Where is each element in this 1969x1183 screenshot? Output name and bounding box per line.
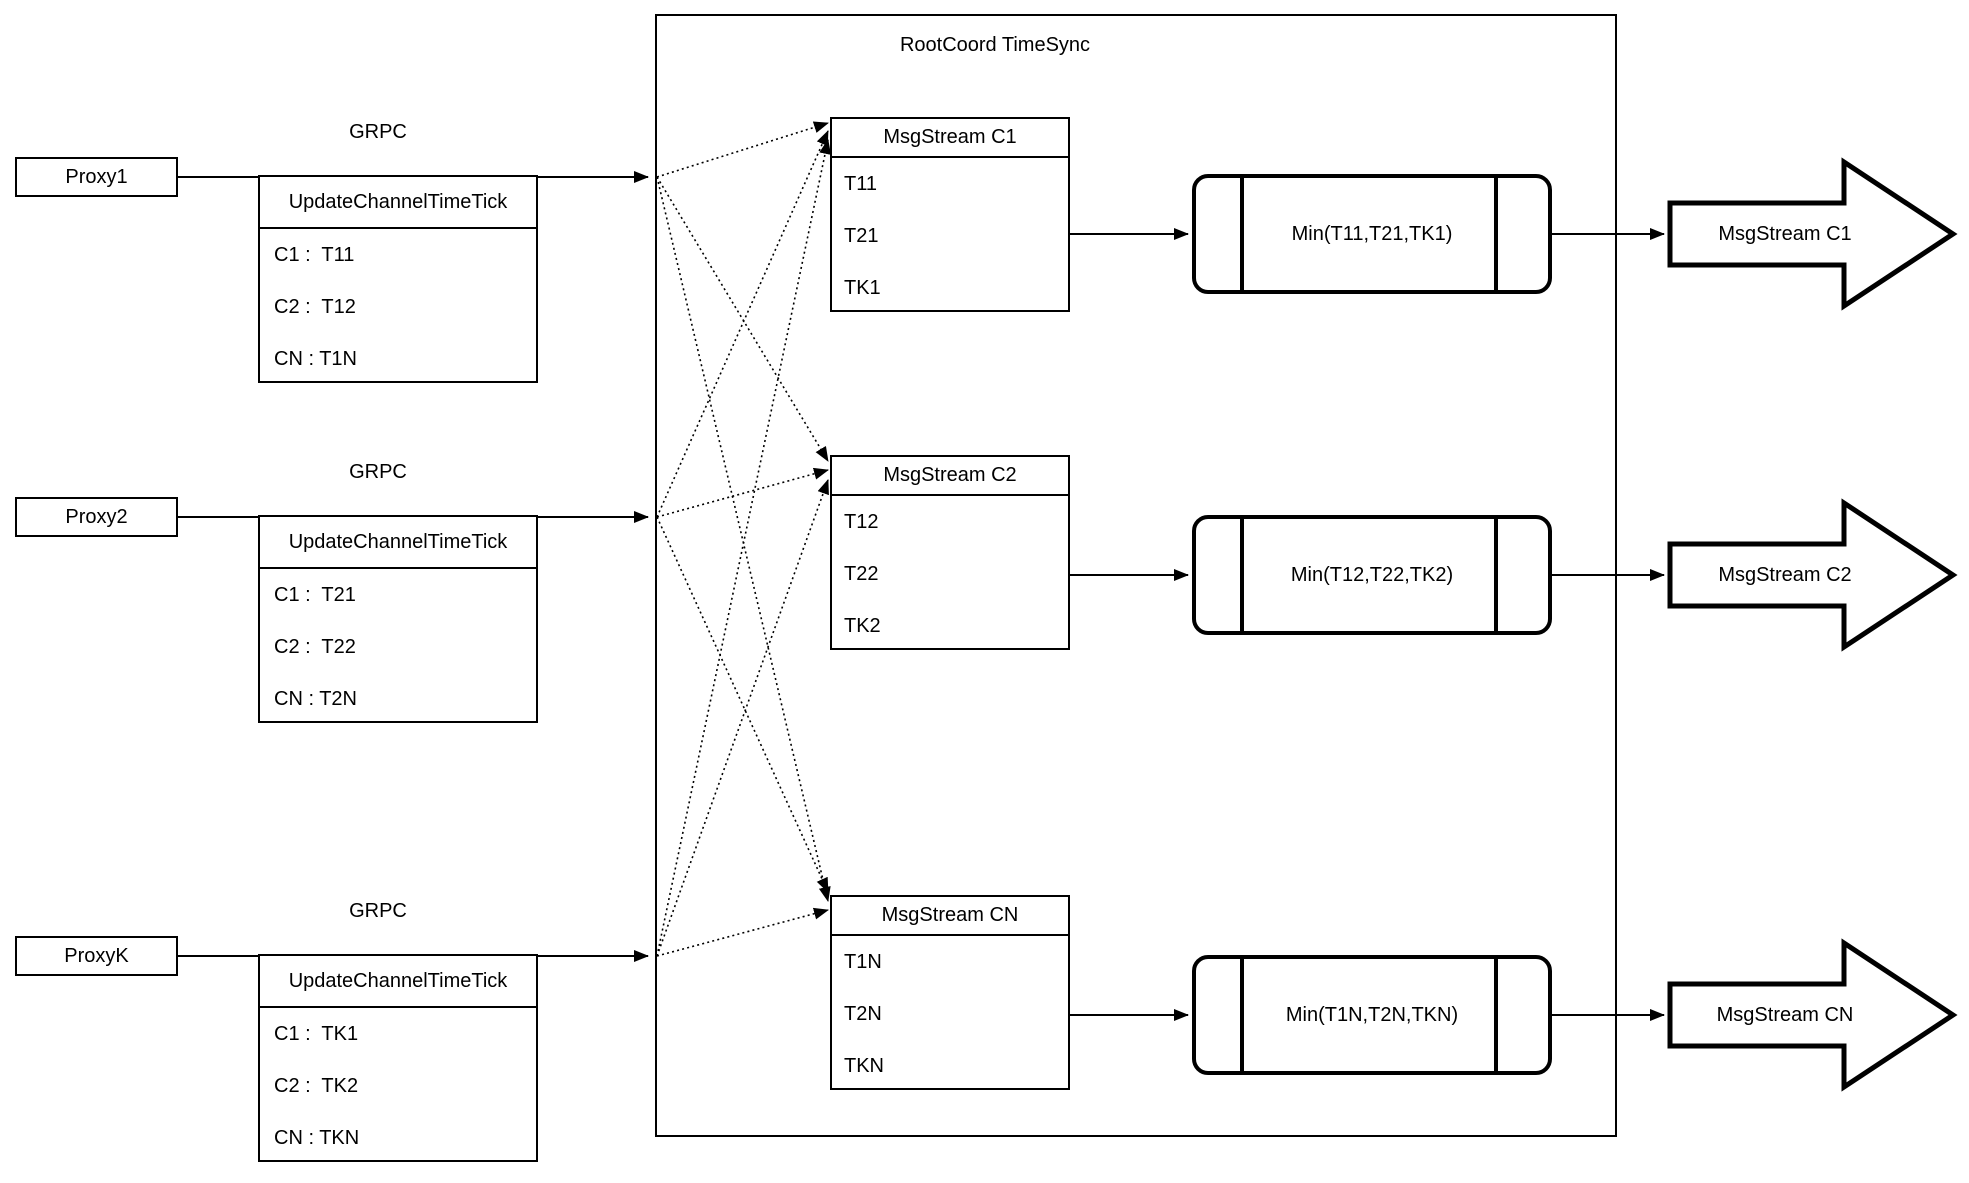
- msgstream-table-entry: T2N: [844, 1002, 882, 1025]
- proxy1-box: Proxy1: [15, 157, 178, 197]
- proxy1-label: Proxy1: [65, 165, 128, 188]
- proxy2-label: Proxy2: [65, 505, 128, 528]
- timetick-fanout-dotted-arrows: [656, 121, 832, 957]
- msgstream-table-entry: TKN: [844, 1054, 884, 1077]
- msgstream-table-entry: T1N: [844, 950, 882, 973]
- msgstream-c1-table: MsgStream C1 T11 T21 TK1: [830, 117, 1070, 312]
- msgstream-cn-table-header: MsgStream CN: [832, 897, 1068, 936]
- grpc-label-row3: GRPC: [349, 900, 407, 922]
- update-table-entry: C2 : TK2: [274, 1074, 359, 1097]
- min-operator-label-cn: Min(T1N,T2N,TKN): [1285, 1003, 1459, 1026]
- min-operator-box-cn: Min(T1N,T2N,TKN): [1192, 955, 1552, 1075]
- msgstream-table-entry: T11: [844, 172, 877, 195]
- proxyk-label: ProxyK: [64, 944, 129, 967]
- update-timetick-table-row3: UpdateChannelTimeTick C1 : TK1 C2 : TK2 …: [258, 954, 538, 1162]
- update-table-entry: C2 : T22: [274, 635, 356, 658]
- msgstream-c1-table-header: MsgStream C1: [832, 119, 1068, 158]
- min-box-right-divider: [1494, 519, 1498, 631]
- min-box-left-divider: [1240, 959, 1244, 1071]
- update-table-entry: C1 : TK1: [274, 1022, 359, 1045]
- output-arrow-label-c2: MsgStream C2: [1718, 563, 1852, 586]
- output-arrow-shape-c1: [1667, 157, 1958, 311]
- min-operator-label-c2: Min(T12,T22,TK2): [1290, 563, 1454, 586]
- msgstream-table-entry: T22: [844, 562, 879, 585]
- grpc-label-row1: GRPC: [349, 121, 407, 143]
- min-box-left-divider: [1240, 178, 1244, 290]
- update-timetick-table-row1: UpdateChannelTimeTick C1 : T11 C2 : T12 …: [258, 175, 538, 383]
- update-table-entry: CN : TKN: [274, 1126, 360, 1149]
- output-arrow-label-c1: MsgStream C1: [1718, 222, 1852, 245]
- min-operator-label-c1: Min(T11,T21,TK1): [1291, 222, 1453, 245]
- rootcoord-timesync-title: RootCoord TimeSync: [899, 34, 1091, 56]
- min-box-right-divider: [1494, 178, 1498, 290]
- update-table-entry: CN : T2N: [274, 687, 357, 710]
- update-table-header-row1: UpdateChannelTimeTick: [260, 177, 536, 229]
- msgstream-c2-table-header: MsgStream C2: [832, 457, 1068, 496]
- update-table-header-row2: UpdateChannelTimeTick: [260, 517, 536, 569]
- msgstream-table-entry: TK1: [844, 276, 881, 299]
- update-table-entry: CN : T1N: [274, 347, 357, 370]
- output-arrow-shape-cn: [1667, 938, 1958, 1092]
- proxy2-box: Proxy2: [15, 497, 178, 537]
- min-operator-box-c1: Min(T11,T21,TK1): [1192, 174, 1552, 294]
- msgstream-cn-table: MsgStream CN T1N T2N TKN: [830, 895, 1070, 1090]
- msgstream-table-entry: T12: [844, 510, 879, 533]
- min-box-right-divider: [1494, 959, 1498, 1071]
- output-arrow-label-cn: MsgStream CN: [1716, 1003, 1854, 1026]
- grpc-label-row2: GRPC: [349, 461, 407, 483]
- update-table-entry: C2 : T12: [274, 295, 356, 318]
- update-table-header-row3: UpdateChannelTimeTick: [260, 956, 536, 1008]
- msgstream-table-entry: TK2: [844, 614, 881, 637]
- msgstream-table-entry: T21: [844, 224, 879, 247]
- update-table-entry: C1 : T11: [274, 243, 355, 266]
- output-arrow-shape-c2: [1667, 498, 1958, 652]
- update-timetick-table-row2: UpdateChannelTimeTick C1 : T21 C2 : T22 …: [258, 515, 538, 723]
- min-operator-box-c2: Min(T12,T22,TK2): [1192, 515, 1552, 635]
- update-table-entry: C1 : T21: [274, 583, 356, 606]
- min-box-left-divider: [1240, 519, 1244, 631]
- proxyk-box: ProxyK: [15, 936, 178, 976]
- stream-to-min-connectors: [1070, 228, 1189, 1021]
- msgstream-c2-table: MsgStream C2 T12 T22 TK2: [830, 455, 1070, 650]
- min-to-output-connectors: [1552, 228, 1665, 1021]
